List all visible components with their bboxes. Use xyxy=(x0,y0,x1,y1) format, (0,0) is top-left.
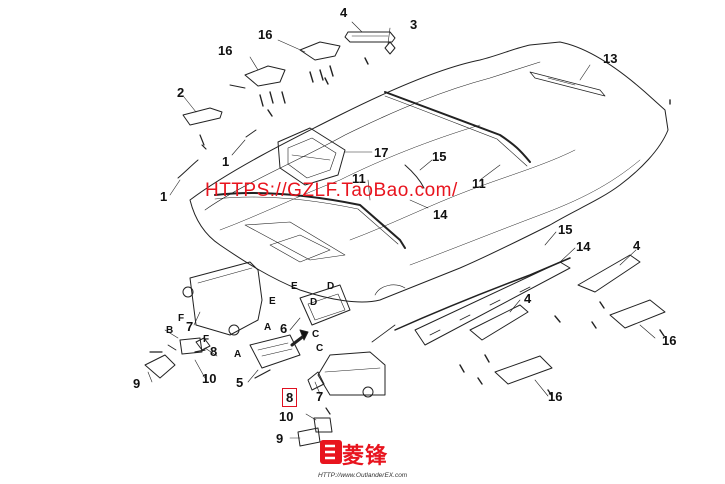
headliner-panel xyxy=(189,41,669,303)
callout-15: 15 xyxy=(432,149,447,164)
grab-handle-right-lower xyxy=(469,304,529,341)
callout-5: 5 xyxy=(236,375,244,390)
callout-8-highlighted: 8 xyxy=(282,388,298,407)
callout-9: 9 xyxy=(133,376,141,391)
callout-4: 4 xyxy=(340,5,348,20)
callout-17: 17 xyxy=(374,145,389,160)
roof-rail-rear xyxy=(384,91,531,163)
callout-16: 16 xyxy=(662,333,677,348)
watermark-text: HTTPS://GZLF.TaoBao.com/ xyxy=(205,180,458,201)
connector-letter-d: D xyxy=(327,281,335,292)
brand-logo-text: 菱锋 xyxy=(342,444,389,469)
callout-1: 1 xyxy=(160,189,168,204)
connector-letter-c: C xyxy=(316,343,324,354)
callout-3: 3 xyxy=(410,17,418,32)
connector-letter-f: F xyxy=(203,334,210,345)
weatherstrip-15 xyxy=(394,257,571,331)
connector-letter-f: F xyxy=(178,313,185,324)
callout-2: 2 xyxy=(177,85,185,100)
connector-letter-a: A xyxy=(264,322,272,333)
callout-7: 7 xyxy=(186,319,194,334)
callout-4: 4 xyxy=(524,291,532,306)
connector-letter-b: B xyxy=(166,325,174,336)
callout-7: 7 xyxy=(316,389,324,404)
connector-letter-c: C xyxy=(312,329,320,340)
trim-14 xyxy=(414,261,571,346)
callout-11: 11 xyxy=(352,171,366,186)
connector-letter-e: E xyxy=(269,296,276,307)
callout-1: 1 xyxy=(222,154,230,169)
callout-9: 9 xyxy=(276,431,284,446)
callout-16: 16 xyxy=(218,43,233,58)
callout-6: 6 xyxy=(280,321,288,336)
console-6 xyxy=(299,284,351,326)
callout-11: 11 xyxy=(472,176,486,191)
callout-14: 14 xyxy=(576,239,591,254)
connector-letter-a: A xyxy=(234,349,242,360)
connector-letter-d: D xyxy=(310,297,318,308)
connector-letter-e: E xyxy=(291,281,298,292)
callout-16: 16 xyxy=(548,389,563,404)
sun-visor-right xyxy=(317,351,386,396)
grab-handle-right-upper xyxy=(577,254,641,293)
callout-10: 10 xyxy=(202,371,217,386)
callout-15: 15 xyxy=(558,222,573,237)
callout-8: 8 xyxy=(210,344,218,359)
callout-10: 10 xyxy=(279,409,294,424)
map-lamp-5 xyxy=(249,334,301,369)
callout-16: 16 xyxy=(258,27,273,42)
brand-url: HTTP://www.OutlanderEX.com xyxy=(318,472,408,479)
sun-visor-left xyxy=(189,261,263,336)
grab-handle-top xyxy=(344,31,396,43)
callout-4: 4 xyxy=(633,238,641,253)
callout-14: 14 xyxy=(433,207,448,222)
brand-logo-icon xyxy=(320,440,342,464)
roof-rail-front xyxy=(214,192,406,249)
callout-13: 13 xyxy=(603,51,618,66)
overhead-console-frame xyxy=(277,127,346,186)
